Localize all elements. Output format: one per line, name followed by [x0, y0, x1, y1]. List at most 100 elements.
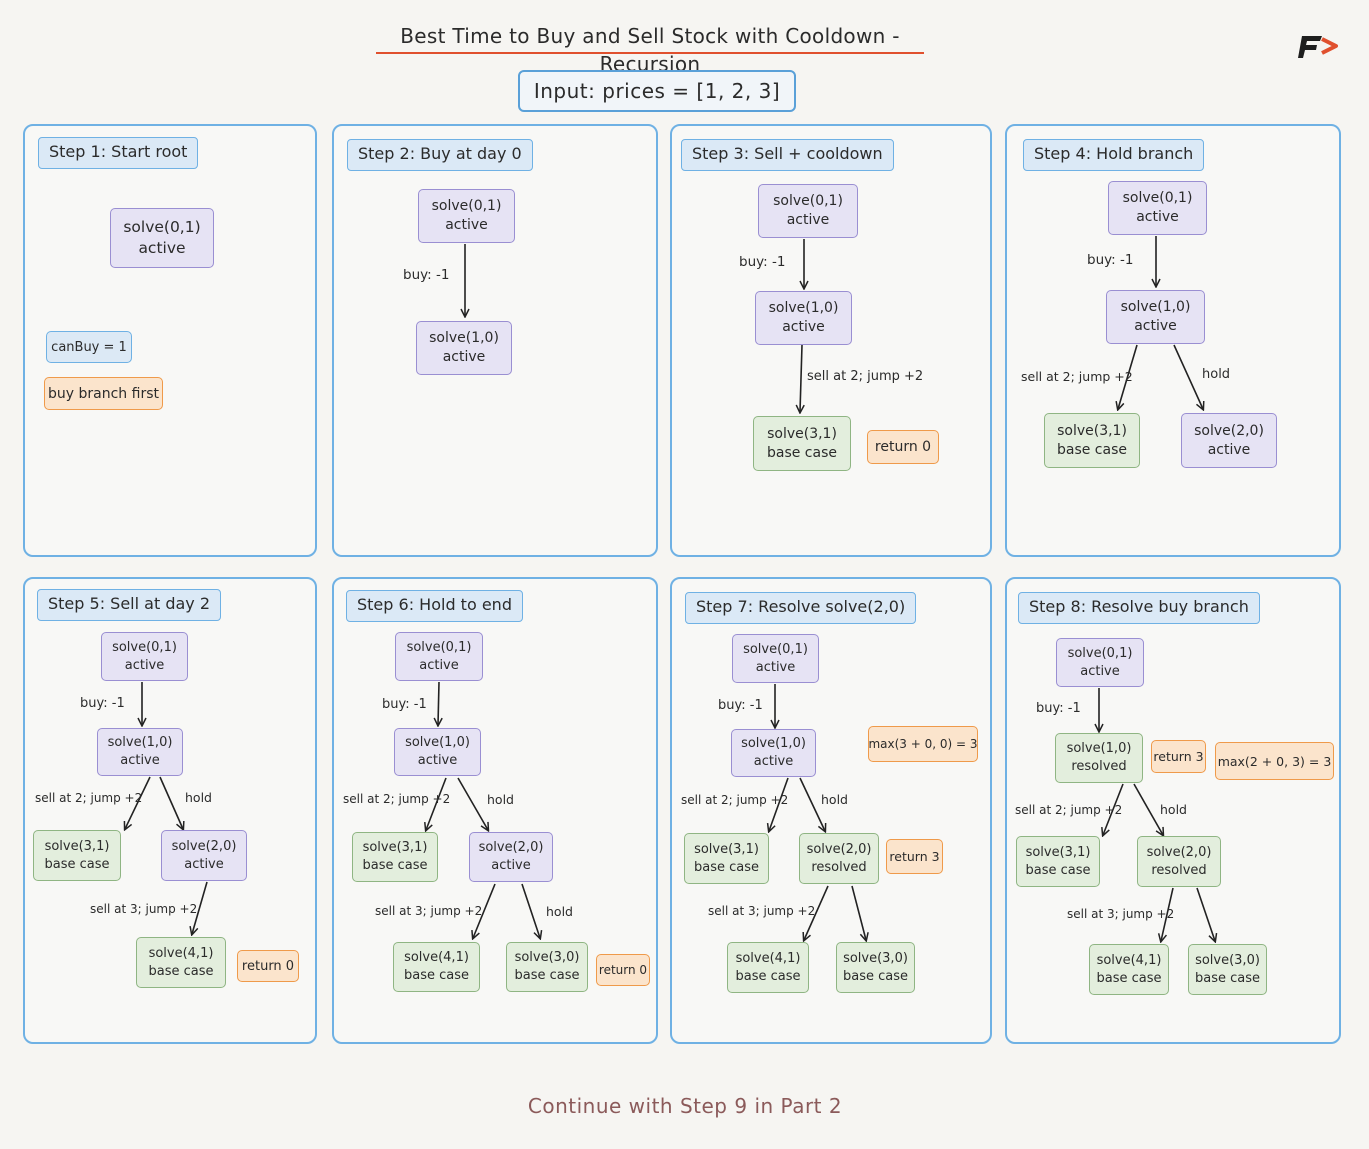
- node-fn: solve(2,0): [171, 838, 237, 854]
- call-node: solve(1,0) active: [731, 729, 816, 777]
- node-state: active: [442, 349, 486, 365]
- edge-label: sell at 3; jump +2: [1067, 907, 1175, 921]
- step-label-3: Step 3: Sell + cooldown: [681, 139, 894, 171]
- call-node: solve(1,0) active: [394, 728, 481, 776]
- node-state: base case: [1056, 441, 1127, 458]
- node-fn: solve(0,1): [112, 639, 177, 655]
- step-panel-7: [670, 577, 992, 1044]
- node-state: active: [1080, 663, 1120, 679]
- node-fn: solve(0,1): [123, 218, 201, 237]
- node-fn: solve(1,0): [107, 735, 173, 751]
- edge-label: buy: -1: [382, 697, 427, 712]
- node-fn: solve(4,1): [404, 950, 469, 966]
- node-fn: solve(4,1): [735, 950, 801, 966]
- step-label-8: Step 8: Resolve buy branch: [1018, 592, 1260, 624]
- edge-label: sell at 3; jump +2: [375, 904, 483, 918]
- node-fn: solve(4,1): [1096, 952, 1162, 968]
- node-state: base case: [766, 444, 837, 461]
- edge-label: buy: -1: [1036, 701, 1081, 716]
- node-fn: solve(2,0): [478, 840, 544, 856]
- call-node: solve(2,0) active: [161, 830, 247, 881]
- node-fn: solve(3,1): [1057, 422, 1127, 439]
- step-label-4: Step 4: Hold branch: [1023, 139, 1205, 171]
- node-fn: solve(0,1): [1122, 190, 1193, 207]
- edge-label: buy: -1: [739, 254, 786, 270]
- step-label-5: Step 5: Sell at day 2: [37, 589, 222, 621]
- edge-label: hold: [1160, 802, 1187, 817]
- edge-label: sell at 2; jump +2: [1015, 803, 1123, 817]
- node-state: base case: [148, 963, 214, 979]
- node-state: resolved: [811, 859, 867, 875]
- edge-label: sell at 3; jump +2: [90, 902, 198, 916]
- brand-logo-icon: [1298, 36, 1338, 58]
- node-state: active: [1136, 209, 1179, 225]
- base-case-node: solve(3,1) base case: [1016, 836, 1100, 887]
- step-label-1: Step 1: Start root: [38, 137, 199, 169]
- base-case-node: solve(3,0) base case: [506, 942, 588, 992]
- base-case-node: solve(3,1) base case: [352, 832, 438, 882]
- node-state: base case: [1025, 862, 1091, 878]
- edge-label: hold: [185, 790, 212, 805]
- call-node: solve(0,1) active: [758, 184, 858, 238]
- edge-label: sell at 2; jump +2: [343, 792, 451, 806]
- return-tag: return 0: [596, 954, 650, 986]
- node-fn: solve(1,0): [405, 735, 470, 751]
- resolved-node: solve(2,0) resolved: [799, 833, 879, 884]
- node-fn: solve(1,0): [429, 330, 499, 347]
- resolved-node: solve(2,0) resolved: [1137, 836, 1221, 887]
- node-state: base case: [514, 968, 580, 983]
- continuation-note: Continue with Step 9 in Part 2: [527, 1094, 843, 1118]
- node-fn: solve(3,0): [1195, 952, 1260, 968]
- call-node: solve(0,1) active: [101, 632, 188, 681]
- edge-label: sell at 2; jump +2: [35, 791, 143, 805]
- edge-label: buy: -1: [718, 698, 763, 713]
- node-state: resolved: [1071, 759, 1127, 774]
- max-expression-tag: max(3 + 0, 0) = 3: [868, 726, 978, 762]
- return-tag: return 0: [237, 950, 299, 982]
- call-node: solve(2,0) active: [469, 832, 553, 882]
- node-state: base case: [1096, 970, 1162, 986]
- node-state: active: [491, 858, 531, 873]
- node-state: base case: [1194, 970, 1260, 986]
- node-fn: solve(3,1): [694, 841, 759, 857]
- base-case-node: solve(3,0) base case: [1188, 944, 1267, 995]
- step-label-7: Step 7: Resolve solve(2,0): [685, 592, 917, 624]
- edge-label: buy: -1: [403, 267, 450, 283]
- step-label-6: Step 6: Hold to end: [346, 590, 523, 622]
- node-fn: solve(0,1): [743, 641, 808, 657]
- edge-label: hold: [487, 792, 514, 807]
- call-node: solve(0,1) active: [1108, 181, 1207, 235]
- node-fn: solve(1,0): [1066, 741, 1132, 757]
- return-tag: return 0: [867, 430, 939, 464]
- node-state: active: [445, 217, 488, 233]
- note-tag: buy branch first: [44, 377, 163, 410]
- node-state: resolved: [1151, 862, 1207, 878]
- call-node: solve(0,1) active: [732, 634, 819, 683]
- node-state: base case: [735, 968, 801, 984]
- node-state: active: [417, 753, 458, 768]
- call-node: solve(0,1) active: [418, 189, 515, 243]
- node-fn: solve(3,1): [1025, 844, 1091, 860]
- node-fn: solve(3,1): [44, 838, 110, 854]
- base-case-node: solve(3,1) base case: [684, 833, 769, 884]
- base-case-node: solve(4,1) base case: [1089, 944, 1169, 995]
- edge-label: hold: [821, 792, 848, 807]
- node-state: active: [753, 754, 794, 769]
- node-state: active: [755, 659, 796, 675]
- node-fn: solve(2,0): [1146, 844, 1212, 860]
- edge-label: hold: [1202, 367, 1231, 382]
- node-state: active: [419, 657, 459, 673]
- node-fn: solve(1,0): [768, 300, 839, 317]
- base-case-node: solve(4,1) base case: [727, 942, 809, 993]
- node-state: base case: [842, 968, 908, 984]
- edge-label: sell at 2; jump +2: [807, 369, 924, 384]
- edge-label: buy: -1: [1087, 252, 1134, 268]
- max-expression-tag: max(2 + 0, 3) = 3: [1215, 742, 1334, 780]
- base-case-node: solve(4,1) base case: [393, 942, 480, 992]
- node-fn: solve(0,1): [406, 639, 472, 655]
- node-state: active: [1207, 441, 1251, 458]
- return-tag: return 3: [886, 839, 943, 874]
- node-state: active: [786, 212, 830, 228]
- node-state: active: [124, 657, 165, 673]
